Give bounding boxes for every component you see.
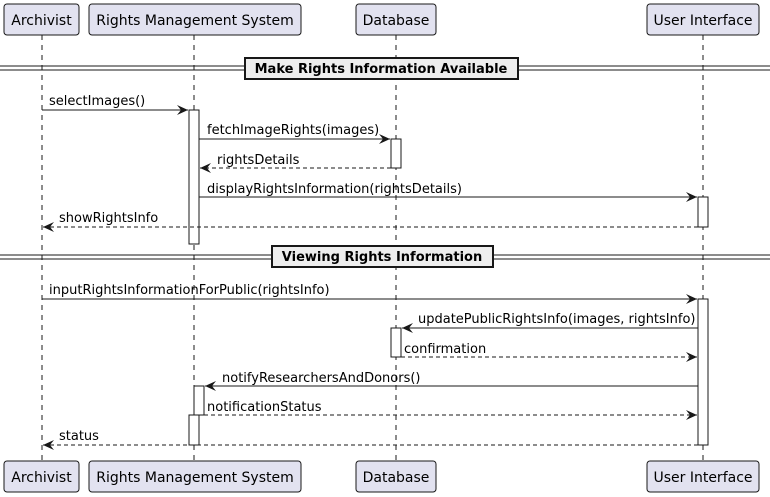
participant-box — [355, 460, 437, 493]
participant-rms-bottom: Rights Management System — [88, 460, 302, 493]
divider-make-rights-available: Make Rights Information Available — [0, 57, 770, 80]
activation-bar-rms — [188, 414, 200, 446]
message-display-rights-information: displayRightsInformation(rightsDetails) — [199, 182, 697, 202]
message-label: notifyResearchersAndDonors() — [222, 371, 421, 386]
messages: selectImages() fetchImageRights(images) … — [42, 94, 698, 450]
activation-bars — [188, 109, 709, 446]
message-label: displayRightsInformation(rightsDetails) — [207, 182, 462, 197]
divider-viewing-rights: Viewing Rights Information — [0, 245, 770, 268]
participant-label: Archivist — [11, 470, 72, 486]
activation-bar-db — [390, 327, 402, 358]
participant-box — [3, 460, 80, 493]
participant-box — [646, 460, 760, 493]
dividers: Make Rights Information Available Viewin… — [0, 57, 770, 268]
participant-db-bottom: Database — [355, 460, 437, 493]
activation-bar-db — [390, 138, 402, 169]
message-update-public-rights-info: updatePublicRightsInfo(images, rightsInf… — [402, 312, 698, 333]
message-label: notificationStatus — [207, 400, 322, 415]
message-status: status — [43, 429, 698, 450]
message-input-rights-information: inputRightsInformationForPublic(rightsIn… — [42, 283, 697, 304]
participant-archivist-bottom: Archivist — [3, 460, 80, 493]
participant-ui-top: User Interface — [646, 3, 760, 36]
participant-ui-bottom: User Interface — [646, 460, 760, 493]
participant-label: Rights Management System — [96, 470, 294, 486]
message-label: fetchImageRights(images) — [207, 123, 379, 138]
message-show-rights-info: showRightsInfo — [43, 211, 698, 232]
participant-box — [355, 3, 437, 36]
message-rights-details: rightsDetails — [200, 153, 391, 173]
message-label: updatePublicRightsInfo(images, rightsInf… — [418, 312, 695, 327]
message-label: inputRightsInformationForPublic(rightsIn… — [49, 283, 330, 298]
participant-label: User Interface — [653, 470, 752, 486]
message-label: rightsDetails — [217, 153, 300, 168]
activation-bar-ui — [697, 196, 709, 228]
message-notification-status: notificationStatus — [204, 400, 697, 420]
participant-box — [88, 3, 302, 36]
activation-bar-rms — [188, 109, 200, 245]
activation-bar-rms — [193, 385, 205, 416]
activation-bar-ui — [697, 298, 709, 446]
participant-label: User Interface — [653, 13, 752, 29]
divider-label: Viewing Rights Information — [282, 250, 482, 265]
participant-rms-top: Rights Management System — [88, 3, 302, 36]
participant-label: Rights Management System — [96, 13, 294, 29]
message-label: showRightsInfo — [59, 211, 158, 226]
participant-label: Archivist — [11, 13, 72, 29]
participant-db-top: Database — [355, 3, 437, 36]
message-confirmation: confirmation — [401, 342, 697, 362]
participant-label: Database — [363, 13, 430, 29]
message-fetch-image-rights: fetchImageRights(images) — [199, 123, 390, 144]
message-select-images: selectImages() — [42, 94, 188, 115]
participant-label: Database — [363, 470, 430, 486]
message-label: status — [59, 429, 99, 444]
message-notify-researchers-and-donors: notifyResearchersAndDonors() — [205, 371, 698, 391]
divider-label: Make Rights Information Available — [255, 62, 508, 77]
participant-box — [88, 460, 302, 493]
message-label: confirmation — [404, 342, 486, 357]
participant-box — [3, 3, 80, 36]
participant-archivist-top: Archivist — [3, 3, 80, 36]
participant-box — [646, 3, 760, 36]
message-label: selectImages() — [49, 94, 145, 109]
